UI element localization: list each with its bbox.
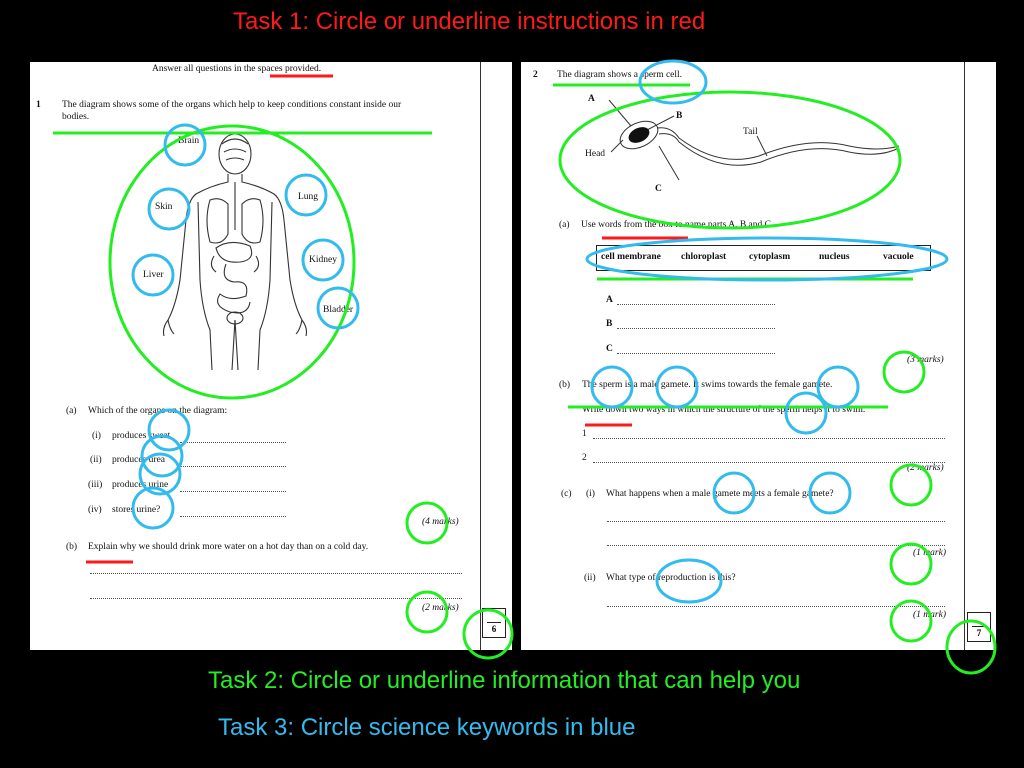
part-a-iii-num: (iii) — [88, 480, 103, 490]
page-number: 6 — [491, 624, 497, 634]
part-a-marks: (3 marks) — [907, 355, 944, 365]
task-3-heading: Task 3: Circle science keywords in blue — [218, 714, 636, 741]
part-c-i-text: What happens when a male gamete meets a … — [606, 489, 834, 499]
part-a-iii-text: produces urine — [112, 480, 169, 490]
part-b-text: Explain why we should drink more water o… — [88, 542, 369, 552]
part-b-line-2-num: 2 — [582, 453, 587, 463]
part-a-iv-text: stores urine? — [112, 505, 161, 515]
part-a-iv-num: (iv) — [88, 505, 102, 515]
task-1-heading: Task 1: Circle or underline instructions… — [233, 8, 706, 35]
label-c: C — [655, 184, 662, 194]
answer-c-label: C — [606, 344, 613, 354]
answer-line — [617, 353, 775, 354]
answer-line — [607, 521, 945, 522]
word-box-item: nucleus — [819, 252, 850, 262]
part-b-text-2: Write down two ways in which the structu… — [582, 405, 866, 415]
answer-line — [180, 516, 286, 517]
label-head: Head — [585, 149, 606, 159]
organ-label-skin: Skin — [155, 202, 173, 212]
label-tail: Tail — [743, 127, 758, 137]
answer-line — [617, 328, 775, 329]
exam-page-left: Answer all questions in the spaces provi… — [30, 62, 512, 650]
part-b-text-1: The sperm is a male gamete. It swims tow… — [582, 380, 833, 390]
page-margin-line — [964, 62, 965, 650]
question-2-text: The diagram shows a sperm cell. — [557, 70, 683, 80]
part-b-marks: (2 marks) — [907, 463, 944, 473]
human-body-diagram — [162, 133, 308, 370]
part-a-ii-num: (ii) — [90, 455, 102, 465]
answer-a-label: A — [606, 295, 613, 305]
answer-line — [617, 304, 775, 305]
organ-label-lung: Lung — [298, 192, 319, 202]
answer-line — [180, 466, 286, 467]
word-box: cell membrane chloroplast cytoplasm nucl… — [596, 245, 931, 271]
part-c-i-num: (i) — [586, 489, 595, 499]
question-1-text-line1: The diagram shows some of the organs whi… — [62, 100, 402, 110]
part-a-text: Use words from the box to name parts A, … — [581, 220, 774, 230]
answer-line — [593, 438, 945, 439]
page-margin-line — [480, 62, 481, 650]
label-b: B — [676, 111, 683, 121]
page-number-box: 7 — [967, 612, 991, 642]
sperm-cell-diagram — [608, 99, 900, 181]
question-2-number: 2 — [533, 70, 538, 80]
organ-label-liver: Liver — [143, 270, 164, 280]
word-box-item: cell membrane — [601, 252, 661, 262]
question-1-text-line2: bodies. — [62, 112, 90, 122]
answer-line — [593, 462, 945, 463]
part-a-text: Which of the organs on the diagram: — [88, 406, 228, 416]
part-c-ii-text: What type of reproduction is this? — [606, 573, 736, 583]
organ-label-bladder: Bladder — [323, 305, 354, 315]
part-b-label: (b) — [66, 542, 78, 552]
exam-page-right: 2 The diagram shows a sperm cell. A B C … — [521, 62, 996, 650]
question-1-number: 1 — [36, 100, 41, 110]
part-a-label: (a) — [559, 220, 570, 230]
task-2-heading: Task 2: Circle or underline information … — [208, 667, 801, 694]
organ-label-kidney: Kidney — [309, 255, 337, 265]
part-b-label: (b) — [559, 380, 571, 390]
part-a-i-num: (i) — [92, 431, 101, 441]
page-number: 7 — [976, 628, 982, 638]
organ-label-brain: Brain — [178, 136, 200, 146]
answer-line — [607, 545, 945, 546]
word-box-item: cytoplasm — [749, 252, 791, 262]
part-c-ii-marks: (1 mark) — [913, 610, 946, 620]
part-c-label: (c) — [561, 489, 572, 499]
part-b-marks: (2 marks) — [422, 603, 459, 613]
answer-line — [90, 598, 462, 599]
answer-line — [180, 442, 286, 443]
part-c-i-marks: (1 mark) — [913, 548, 946, 558]
part-a-marks: (4 marks) — [422, 517, 459, 527]
answer-line — [90, 573, 462, 574]
word-box-item: chloroplast — [681, 252, 727, 262]
answer-b-label: B — [606, 319, 613, 329]
answer-line — [607, 606, 945, 607]
part-a-label: (a) — [66, 406, 77, 416]
part-c-ii-num: (ii) — [584, 573, 596, 583]
part-b-line-1-num: 1 — [582, 429, 587, 439]
answer-line — [180, 491, 286, 492]
part-a-ii-text: produces urea — [112, 455, 166, 465]
word-box-item: vacuole — [883, 252, 914, 262]
label-a: A — [588, 94, 595, 104]
part-a-i-text: produces sweat — [112, 431, 171, 441]
page-number-box: 6 — [482, 608, 506, 638]
exam-instruction: Answer all questions in the spaces provi… — [152, 64, 322, 74]
